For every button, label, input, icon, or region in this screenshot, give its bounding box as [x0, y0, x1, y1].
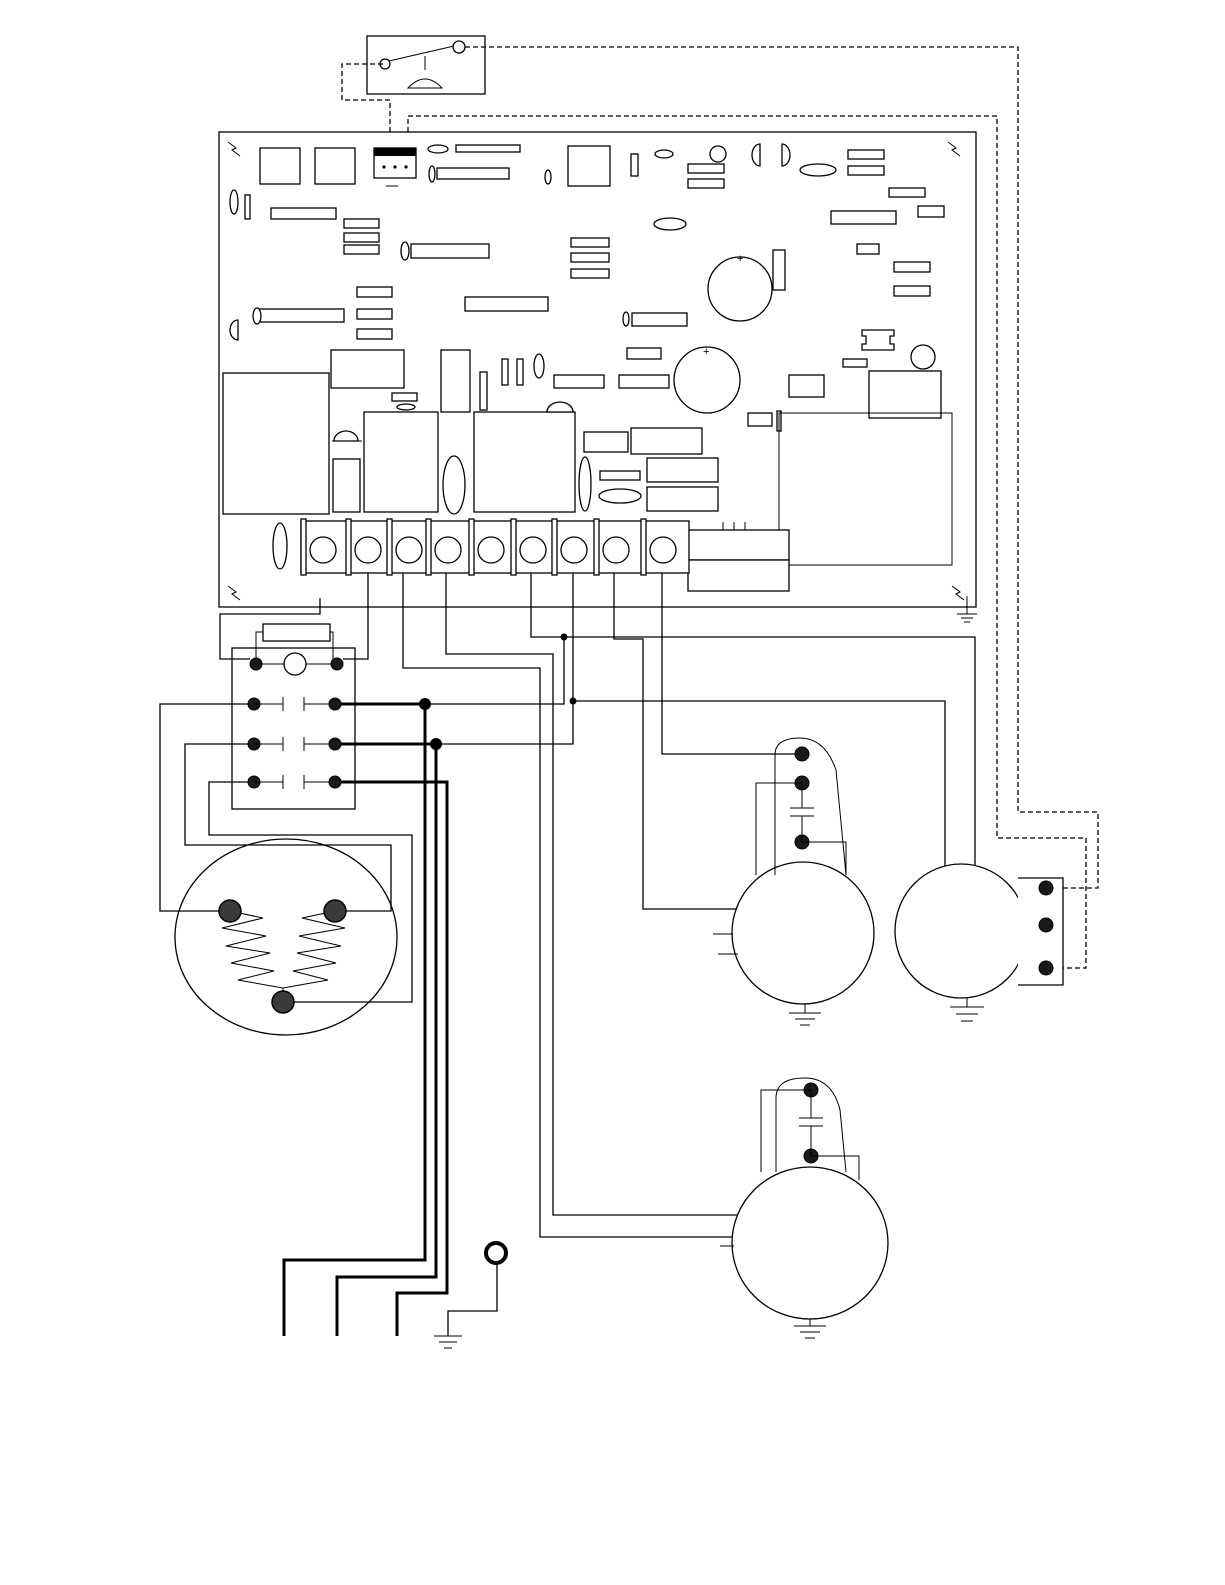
ground-lug: [434, 1243, 506, 1348]
terminal-divider: [346, 519, 351, 575]
motor-1: [713, 738, 874, 1025]
supply-ground-icon: [434, 1336, 462, 1348]
terminal-divider: [426, 519, 431, 575]
terminal-divider: [387, 519, 392, 575]
heating-element: [175, 839, 397, 1035]
terminal-screw: [561, 537, 587, 563]
terminal-divider: [594, 519, 599, 575]
motor-3: [720, 1078, 888, 1338]
terminal-divider: [552, 519, 557, 575]
terminal-screw: [396, 537, 422, 563]
terminal-wires: [403, 573, 975, 1237]
limit-switch: [367, 36, 485, 94]
terminal-screw: [603, 537, 629, 563]
terminal-screw: [650, 537, 676, 563]
motor-1-ground-icon: [789, 1003, 821, 1025]
terminal-divider: [641, 519, 646, 575]
terminal-screw: [478, 537, 504, 563]
terminal-divider: [469, 519, 474, 575]
terminal-divider: [301, 519, 306, 575]
motor-2: [895, 864, 1063, 1021]
svg-text:+: +: [703, 346, 709, 358]
svg-text:+: +: [737, 253, 743, 265]
relay: [232, 624, 355, 809]
motor-3-ground-icon: [794, 1319, 826, 1338]
terminal-screw: [310, 537, 336, 563]
terminal-divider: [511, 519, 516, 575]
motor-2-ground-icon: [950, 998, 984, 1021]
terminal-screw: [355, 537, 381, 563]
terminal-block: [273, 519, 689, 575]
terminal-screw: [435, 537, 461, 563]
terminal-screw: [520, 537, 546, 563]
